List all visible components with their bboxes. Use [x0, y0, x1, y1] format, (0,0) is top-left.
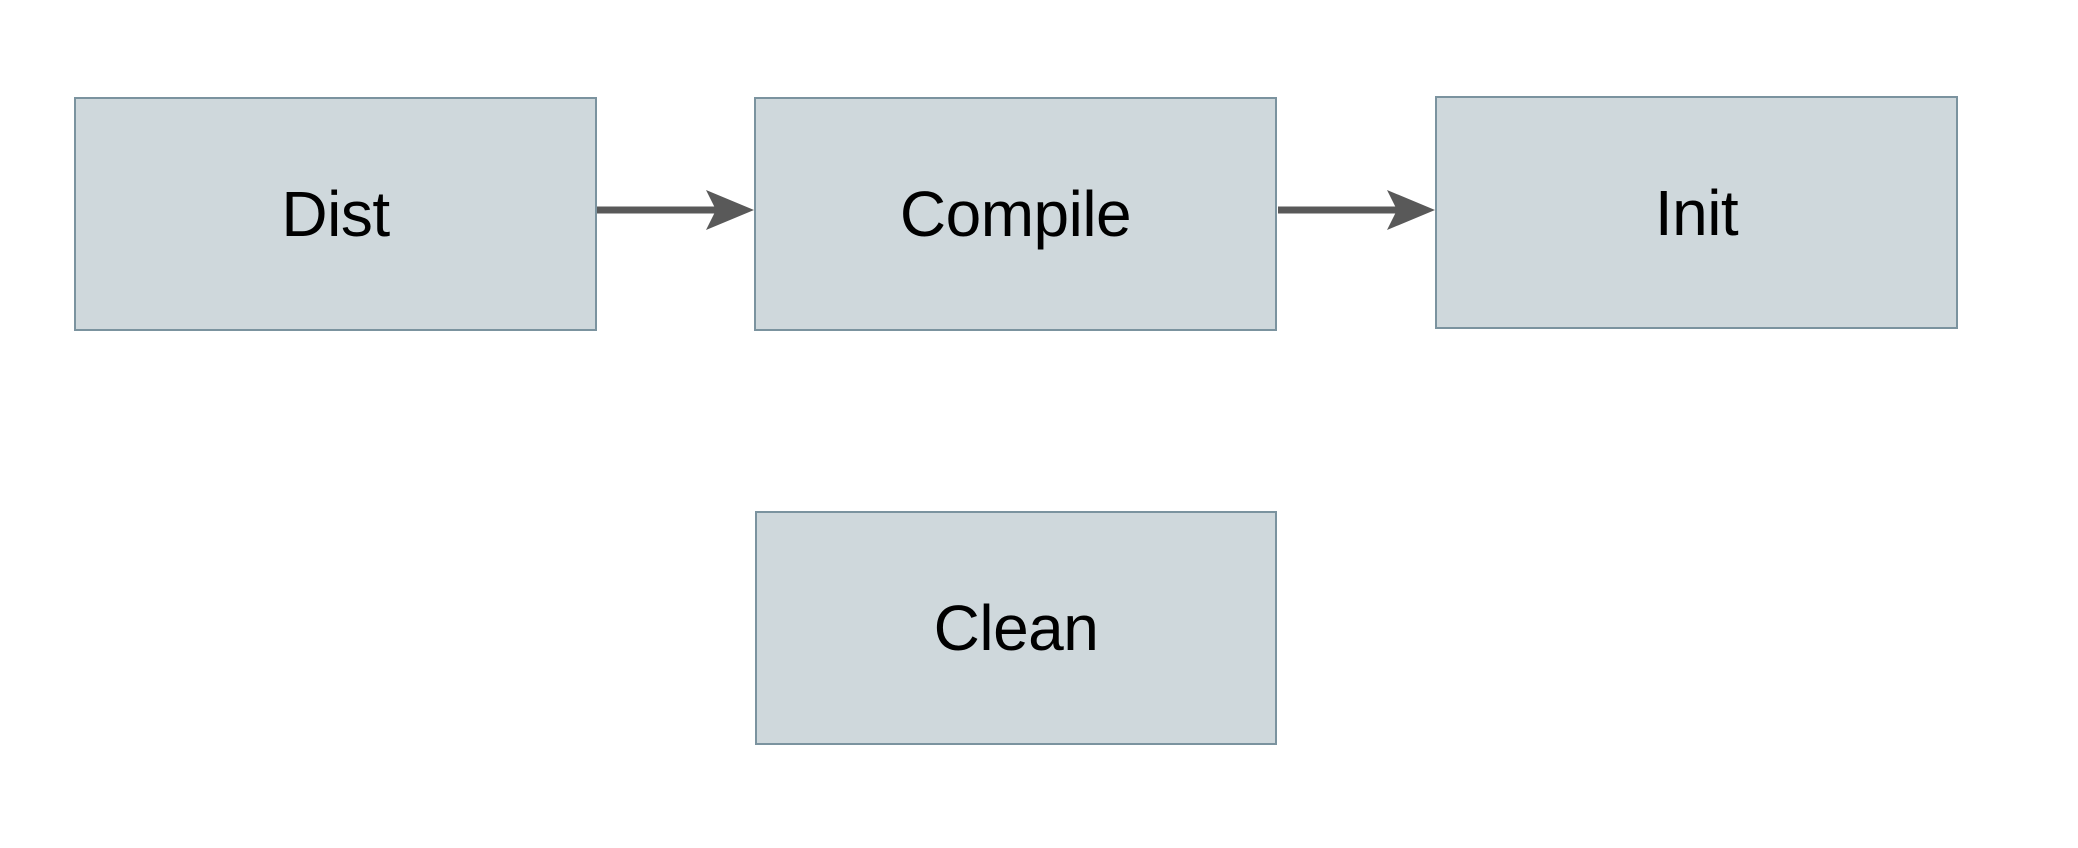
node-clean-label: Clean [933, 592, 1099, 664]
node-compile-label: Compile [899, 178, 1132, 250]
node-init-label: Init [1654, 176, 1739, 249]
node-init[interactable]: Init [1435, 96, 1958, 329]
node-dist-label: Dist [281, 178, 390, 250]
node-compile[interactable]: Compile [754, 97, 1277, 331]
node-clean[interactable]: Clean [755, 511, 1277, 745]
edge-dist-to-compile-arrowhead [706, 190, 754, 230]
edge-compile-to-init-arrowhead [1387, 190, 1435, 230]
edge-dist-to-compile [597, 190, 754, 230]
edge-compile-to-init [1278, 190, 1435, 230]
node-dist[interactable]: Dist [74, 97, 597, 331]
